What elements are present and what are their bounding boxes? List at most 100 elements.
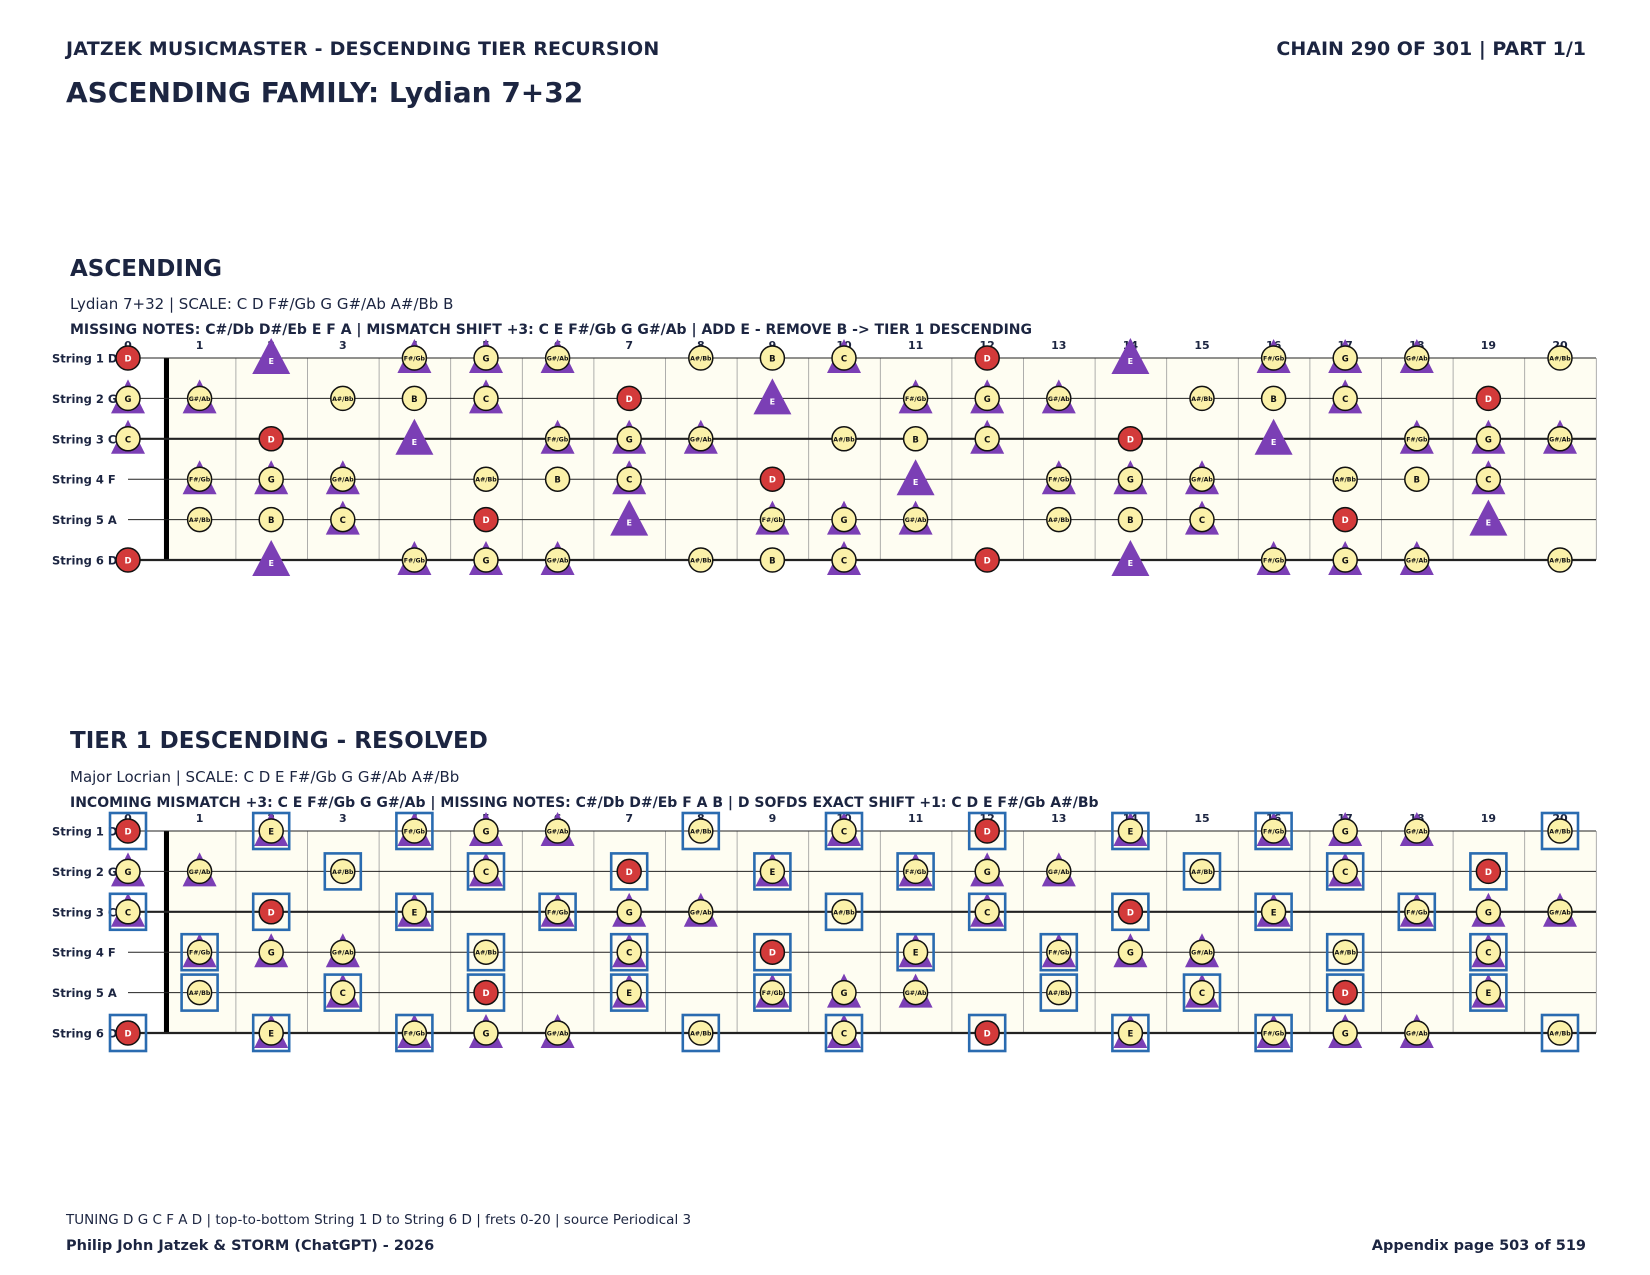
scale-note	[1332, 547, 1358, 573]
scale-note	[616, 979, 642, 1006]
string-label: String 2 G	[52, 392, 117, 406]
box-marker	[609, 852, 649, 891]
note-label: A#/Bb	[189, 517, 211, 524]
scale-note	[1332, 345, 1358, 371]
fret-number: 1	[196, 339, 204, 352]
scale-note	[1189, 979, 1215, 1006]
scale-note	[258, 466, 284, 492]
scale-note	[1475, 426, 1502, 452]
note-label: D	[1485, 395, 1492, 405]
box-marker	[681, 811, 721, 851]
scale-note	[1189, 858, 1215, 885]
nut	[164, 831, 169, 1033]
scale-note	[186, 385, 213, 412]
note-label: G#/Ab	[332, 950, 354, 957]
note-label: A#/Bb	[1048, 990, 1070, 997]
scale-note	[258, 818, 284, 844]
root-note	[1117, 899, 1144, 925]
note-label: A#/Bb	[690, 356, 712, 363]
box-marker	[1469, 932, 1508, 972]
note-label: E	[1485, 989, 1491, 999]
note-label: F#/Gb	[1263, 829, 1285, 836]
note-label: D	[1342, 989, 1349, 999]
note-label: G#/Ab	[1048, 869, 1070, 876]
box-marker	[1039, 973, 1079, 1012]
box-marker	[896, 932, 935, 972]
note-label: D	[1127, 435, 1134, 445]
root-note	[115, 818, 141, 844]
note-label: G#/Ab	[690, 909, 712, 916]
note-label: B	[769, 557, 775, 567]
note-label: C	[125, 908, 131, 918]
scale-note	[759, 979, 786, 1006]
box-marker	[609, 973, 649, 1012]
scale-note	[974, 858, 1000, 885]
scale-note	[1547, 426, 1573, 452]
note-label: F#/Gb	[404, 558, 426, 565]
note-label: A#/Bb	[1549, 829, 1571, 836]
root-note	[258, 899, 284, 925]
big-triangle-marker	[395, 418, 434, 455]
scale-note	[544, 466, 571, 492]
note-label: F#/Gb	[547, 436, 569, 443]
box-marker	[1540, 1013, 1580, 1053]
scale-note	[1547, 899, 1573, 925]
note-label: D	[124, 355, 131, 365]
fretboard-background	[166, 831, 1596, 1033]
note-label: D	[124, 557, 131, 567]
header-left: JATZEK MUSICMASTER - DESCENDING TIER REC…	[66, 38, 660, 60]
scale-note	[544, 345, 571, 371]
fret-number: 9	[769, 812, 777, 825]
box-marker	[1540, 811, 1580, 851]
note-label: B	[1270, 395, 1276, 405]
big-triangle-marker	[896, 459, 935, 496]
scale-note	[1475, 939, 1502, 965]
note-label: G	[626, 435, 633, 445]
fret-number: 19	[1481, 812, 1496, 825]
box-marker	[1111, 811, 1150, 851]
box-marker	[1182, 973, 1222, 1012]
note-label: A#/Bb	[332, 869, 354, 876]
note-label: D	[1127, 908, 1134, 918]
scale-note	[831, 899, 857, 925]
scale-note	[1332, 858, 1358, 885]
root-note	[473, 979, 499, 1006]
note-label: C	[125, 435, 131, 445]
scale-note	[401, 385, 428, 412]
note-label: D	[626, 395, 633, 405]
note-label: D	[769, 949, 776, 959]
note-label: D	[626, 868, 633, 878]
note-label: A#/Bb	[1191, 869, 1213, 876]
note-label: G#/Ab	[690, 436, 712, 443]
big-triangle-marker	[1111, 540, 1150, 576]
box-marker	[967, 892, 1007, 932]
note-label: G#/Ab	[547, 356, 569, 363]
section-2-title: TIER 1 DESCENDING - RESOLVED	[70, 728, 488, 754]
note-label: G	[483, 355, 490, 365]
scale-note	[1404, 345, 1430, 371]
note-label: E	[769, 868, 775, 878]
box-marker	[251, 892, 291, 932]
note-label: A#/Bb	[1549, 1031, 1571, 1038]
string-label: String 5 A	[52, 986, 117, 1000]
scale-note	[1046, 506, 1072, 533]
scale-note	[1189, 506, 1215, 533]
big-triangle-marker	[610, 499, 649, 536]
note-label: A#/Bb	[1549, 558, 1571, 565]
note-label: C	[841, 557, 847, 567]
fret-number: 11	[908, 812, 923, 825]
note-label: E	[1128, 559, 1133, 568]
scale-note	[974, 899, 1000, 925]
root-note	[974, 345, 1000, 371]
note-label: F#/Gb	[1048, 477, 1070, 484]
note-label: G	[268, 476, 275, 486]
scale-note	[902, 506, 929, 533]
scale-note	[330, 385, 356, 412]
note-label: E	[1128, 357, 1133, 366]
note-label: F#/Gb	[762, 517, 784, 524]
scale-note	[401, 1020, 428, 1046]
note-label: A#/Bb	[690, 829, 712, 836]
scale-note	[759, 547, 786, 573]
note-label: G	[1127, 476, 1134, 486]
note-label: G#/Ab	[1406, 829, 1428, 836]
